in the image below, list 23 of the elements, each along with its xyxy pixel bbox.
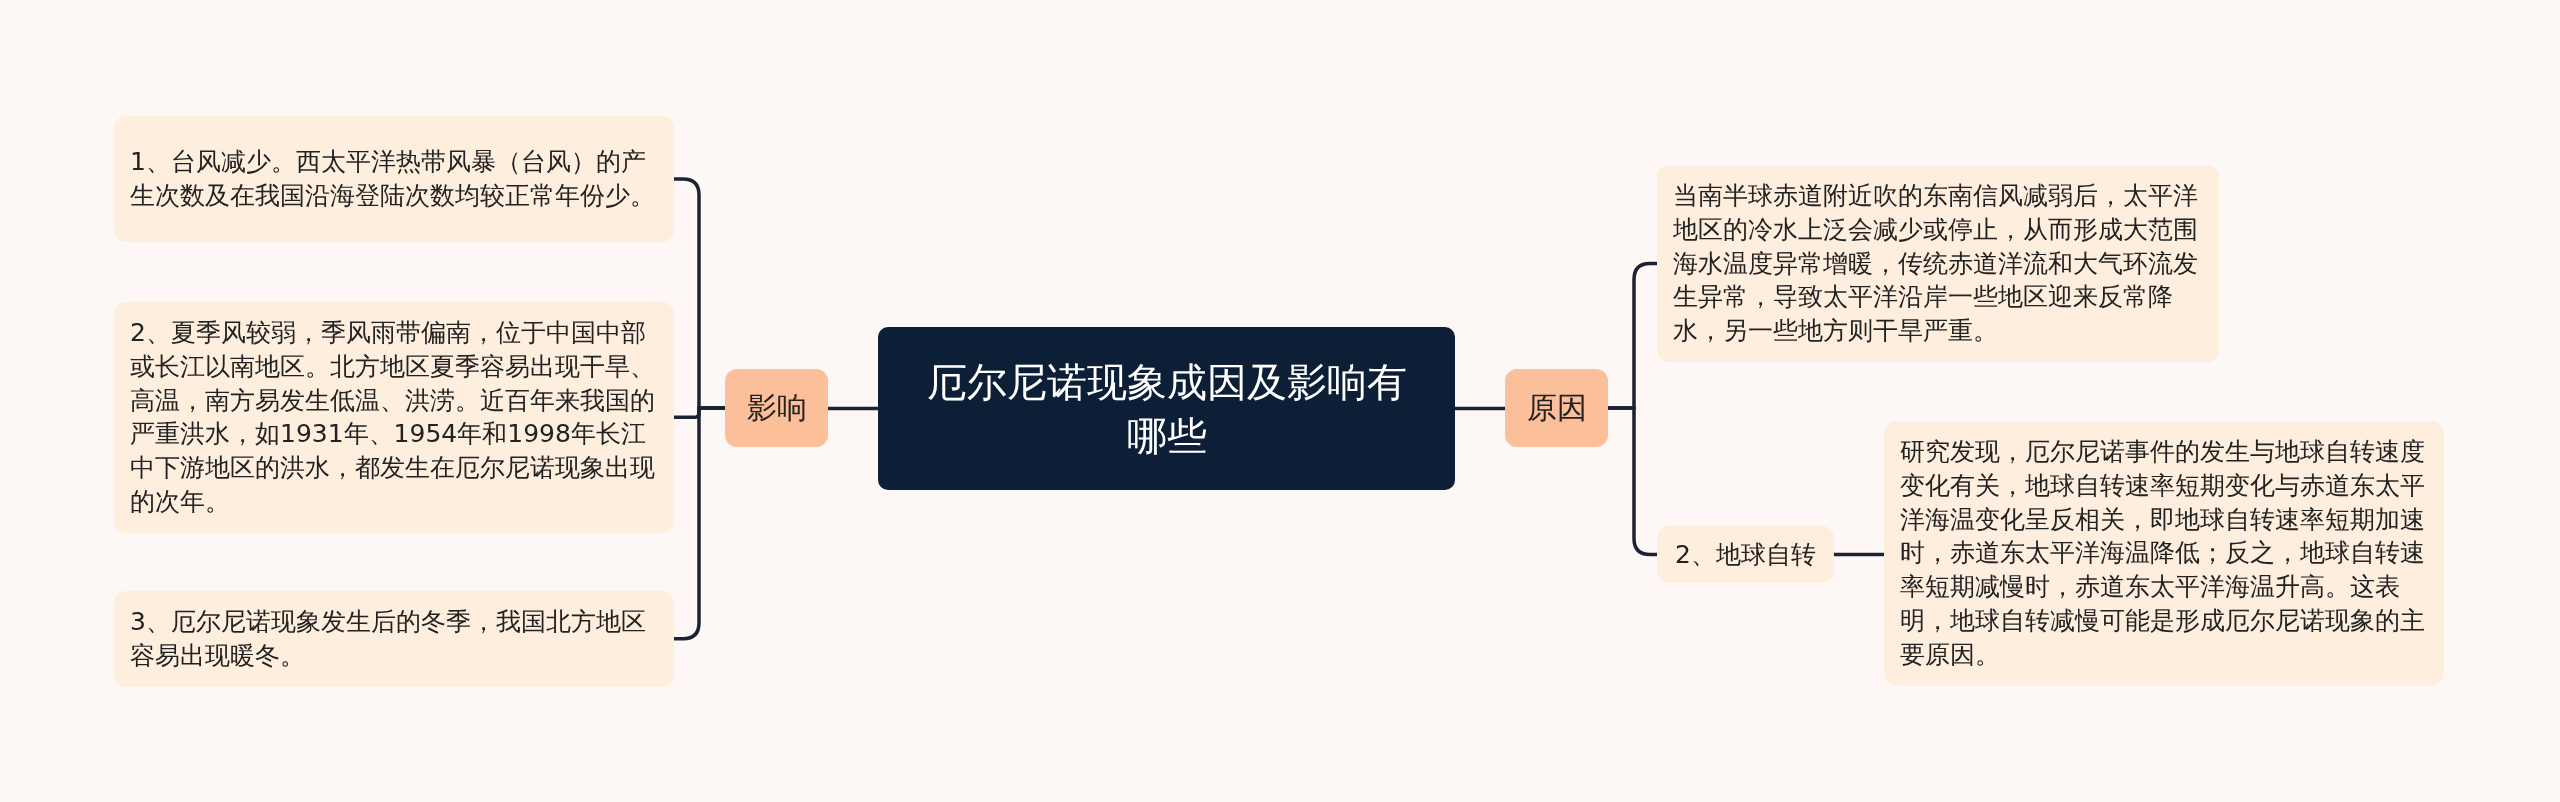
node-text: 当南半球赤道附近吹的东南信风减弱后，太平洋地区的冷水上泛会减少或停止，从而形成大范围海水温度异常增暖，传统赤道洋流和大气环流发生异常，导致太平洋沿岸一些地区迎来反常降水，另一些地方则干旱严重。 <box>1673 180 2199 347</box>
subtopic-box <box>1657 526 1834 583</box>
text-card <box>114 116 674 242</box>
connector-line <box>1608 406 1657 557</box>
connector-line <box>828 406 878 411</box>
node-text: 原因 <box>1526 388 1587 427</box>
text-card <box>1657 165 2219 362</box>
text-card <box>114 591 674 687</box>
node-text: 研究发现，厄尔尼诺事件的发生与地球自转速度变化有关，地球自转速率短期变化与赤道东太平洋海温变化呈反相关，即地球自转速率短期加速时，赤道东太平洋海温降低；反之，地球自转速率短期减慢时，赤道东太平洋海温升高。这表明，地球自转减慢可能是形成厄尔尼诺现象的主要原因。 <box>1900 436 2426 671</box>
text-card <box>1884 421 2444 686</box>
node-text: 厄尔尼诺现象成因及影响有哪些 <box>925 357 1408 461</box>
node-text: 1、台风减少。西太平洋热带风暴（台风）的产生次数及在我国沿海登陆次数均较正常年份少。 <box>130 146 656 212</box>
branch-topic-box <box>1505 369 1608 447</box>
node-text: 2、夏季风较弱，季风雨带偏南，位于中国中部或长江以南地区。北方地区夏季容易出现干旱、高温，南方易发生低温、洪涝。近百年来我国的严重洪水，如1931年、1954年和1998年长江中下游地区的洪水，都发生在厄尔尼诺现象出现的次年。 <box>130 317 656 518</box>
node-text: 3、厄尔尼诺现象发生后的冬季，我国北方地区容易出现暖冬。 <box>130 606 647 672</box>
text-card <box>114 302 674 533</box>
connector-line <box>1834 552 1884 557</box>
node-text: 影响 <box>746 388 807 427</box>
node-text: 2、地球自转 <box>1675 539 1816 571</box>
connector-line <box>1455 406 1505 411</box>
central-topic-box <box>878 327 1455 490</box>
connector-line <box>674 406 725 641</box>
branch-topic-box <box>725 369 828 447</box>
